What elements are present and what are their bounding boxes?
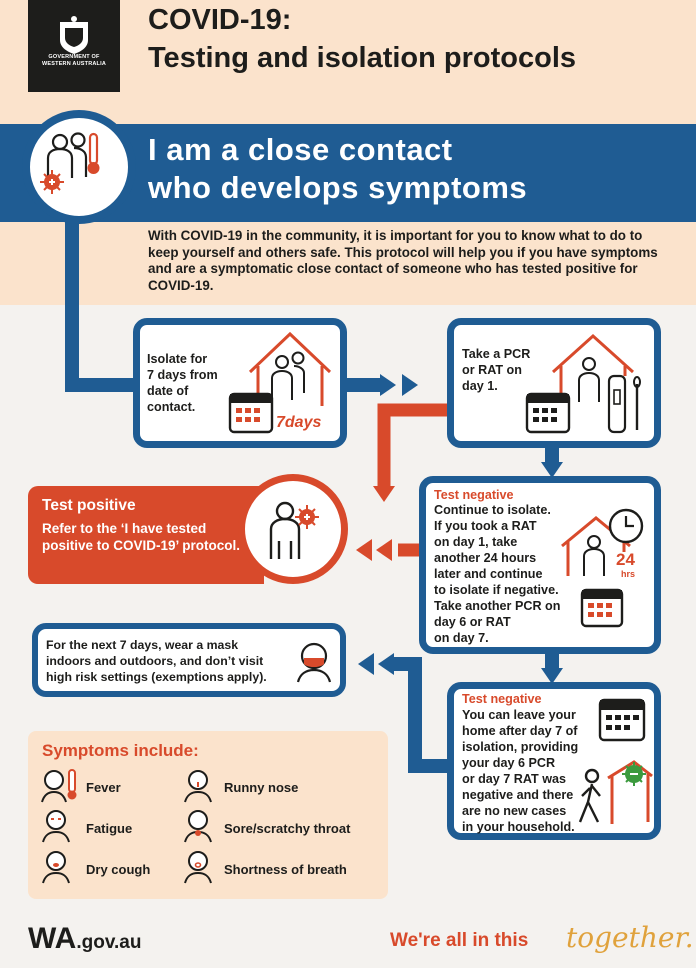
test-negative-label-2: Test negative bbox=[462, 692, 542, 706]
mask-advice-line2: indoors and outdoors, and don’t visit bbox=[46, 654, 264, 668]
isolate-text-line1: Isolate for bbox=[147, 352, 208, 366]
negative2-text-line2: home after day 7 of bbox=[462, 724, 578, 738]
negative2-text-line1: You can leave your bbox=[462, 708, 576, 722]
seven-days-badge: 7days bbox=[276, 414, 322, 431]
symptom-shortness-of-breath: Shortness of breath bbox=[224, 862, 347, 877]
test-positive-panel bbox=[28, 486, 264, 584]
wa-domain: .gov.au bbox=[76, 932, 142, 953]
negative1-text-line6: to isolate if negative. bbox=[434, 583, 559, 597]
negative2-text-line3: isolation, providing bbox=[462, 740, 579, 754]
symptoms-panel bbox=[28, 731, 388, 899]
arrow-right-icon bbox=[380, 374, 396, 396]
negative2-text-line5: or day 7 RAT was bbox=[462, 772, 567, 786]
symptom-fatigue: Fatigue bbox=[86, 821, 133, 836]
wa-wordmark: WA bbox=[28, 922, 77, 955]
arrow-left-icon bbox=[358, 653, 374, 675]
fatigue-icon bbox=[42, 810, 70, 843]
isolate-text-line3: date of bbox=[147, 384, 189, 398]
people-thermometer-icon bbox=[40, 132, 100, 194]
page-title-line1: COVID-19: bbox=[148, 4, 292, 36]
wa-government-logo: GOVERNMENT OF WESTERN AUSTRALIA bbox=[28, 0, 120, 92]
test-negative-label-1: Test negative bbox=[434, 488, 514, 502]
negative2-text-line6: negative and there bbox=[462, 788, 574, 802]
crest-icon bbox=[60, 16, 88, 54]
negative2-text-line7: are no new cases bbox=[462, 804, 567, 818]
logo-text-line1: GOVERNMENT OF bbox=[48, 54, 100, 60]
calendar-walking-person-icon bbox=[578, 698, 653, 824]
take-test-text-line3: day 1. bbox=[462, 379, 498, 393]
house-calendar-icon bbox=[228, 331, 332, 434]
negative1-text-line5: later and continue bbox=[434, 567, 543, 581]
positive-person-badge bbox=[238, 474, 348, 584]
negative1-text-line9: on day 7. bbox=[434, 631, 489, 645]
negative1-text-line7: Take another PCR on bbox=[434, 599, 561, 613]
house-test-kit-icon bbox=[525, 333, 641, 434]
arrow-left-icon bbox=[376, 539, 392, 561]
arrow-left-icon bbox=[378, 653, 394, 675]
negative1-text-line3: on day 1, take bbox=[434, 535, 518, 549]
isolate-text-line2: 7 days from bbox=[147, 368, 218, 382]
hours-number: 24 bbox=[616, 550, 635, 569]
close-contact-badge bbox=[22, 110, 136, 224]
isolate-text-line4: contact. bbox=[147, 400, 196, 414]
person-virus-icon bbox=[269, 501, 319, 559]
negative1-text-line2: If you took a RAT bbox=[434, 519, 537, 533]
symptom-fever: Fever bbox=[86, 780, 121, 795]
take-test-text-line1: Take a PCR bbox=[462, 347, 531, 361]
tagline-script: together. bbox=[566, 921, 694, 954]
arrow-right-icon bbox=[402, 374, 418, 396]
wa-gov-logo: WA.gov.au bbox=[28, 922, 141, 956]
test-positive-text: Refer to the ‘I have tested positive to … bbox=[42, 521, 241, 553]
intro-paragraph: With COVID-19 in the community, it is im… bbox=[148, 228, 658, 293]
banner-heading-line1: I am a close contact bbox=[148, 132, 453, 167]
negative1-text-line1: Continue to isolate. bbox=[434, 503, 551, 517]
arrow-down-icon bbox=[373, 486, 395, 502]
shortness-of-breath-icon bbox=[184, 851, 212, 884]
dry-cough-icon bbox=[42, 851, 70, 884]
symptom-runny-nose: Runny nose bbox=[224, 780, 299, 795]
arrow-left-icon bbox=[356, 539, 372, 561]
symptoms-title: Symptoms include: bbox=[42, 741, 199, 760]
house-clock-icon bbox=[561, 508, 644, 628]
arrow-down-icon bbox=[541, 462, 563, 478]
negative2-text-line4: your day 6 PCR bbox=[462, 756, 556, 770]
mask-advice-line3: high risk settings (exemptions apply). bbox=[46, 670, 267, 684]
sore-throat-icon bbox=[184, 810, 212, 843]
runny-nose-icon bbox=[184, 770, 212, 803]
take-test-text-line2: or RAT on bbox=[462, 363, 522, 377]
negative1-text-line8: day 6 or RAT bbox=[434, 615, 511, 629]
face-mask-icon bbox=[296, 642, 332, 683]
banner-heading-line2: who develops symptoms bbox=[148, 170, 528, 205]
mask-advice-line1: For the next 7 days, wear a mask bbox=[46, 638, 239, 652]
mask-advice-card bbox=[32, 623, 346, 697]
fever-icon bbox=[41, 769, 77, 803]
tagline: We're all in this bbox=[390, 930, 529, 951]
hours-unit: hrs bbox=[621, 569, 636, 579]
arrow-down-icon bbox=[541, 668, 563, 684]
logo-text-line2: WESTERN AUSTRALIA bbox=[42, 61, 106, 67]
symptom-dry-cough: Dry cough bbox=[86, 862, 151, 877]
page-title-line2: Testing and isolation protocols bbox=[148, 42, 577, 74]
symptom-sore-throat: Sore/scratchy throat bbox=[224, 821, 351, 836]
negative2-text-line8: in your household. bbox=[462, 820, 575, 834]
test-positive-title: Test positive bbox=[42, 497, 136, 514]
negative1-text-line4: another 24 hours bbox=[434, 551, 537, 565]
